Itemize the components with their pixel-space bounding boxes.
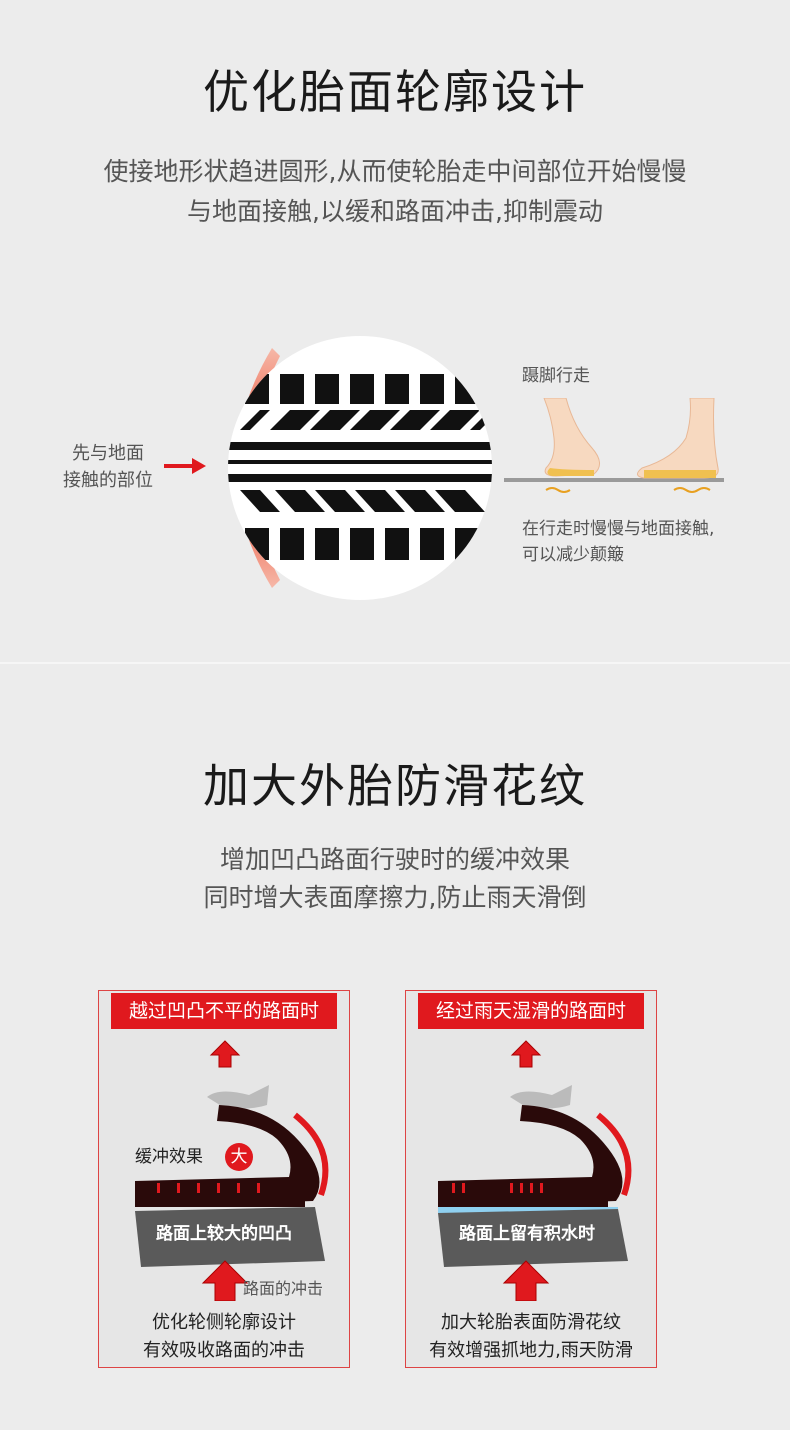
card-right-caption-line2: 有效增强抓地力,雨天防滑 — [429, 1340, 633, 1361]
tread-row-1 — [245, 374, 479, 404]
impact-label: 路面的冲击 — [243, 1279, 324, 1298]
impact-arrow-icon — [201, 1260, 249, 1301]
up-arrow-icon — [209, 1040, 241, 1068]
tire-sidewall — [438, 1105, 623, 1207]
tire-sidewall — [135, 1105, 320, 1207]
tread-row-2 — [240, 410, 492, 430]
red-arrow-icon — [164, 458, 206, 474]
foot-flat-icon — [637, 398, 719, 479]
walk-title: 蹑脚行走 — [522, 366, 590, 386]
tire-cross-section-bumpy — [135, 1040, 329, 1301]
card-left-title: 越过凹凸不平的路面时 — [111, 993, 337, 1029]
section1-subtitle-line1: 使接地形状趋进圆形,从而使轮胎走中间部位开始慢慢 — [103, 157, 687, 186]
water-layer — [438, 1207, 618, 1213]
section2-subtitle-line2: 同时增大表面摩擦力,防止雨天滑倒 — [203, 883, 587, 912]
card-left-caption-line1: 优化轮侧轮廓设计 — [152, 1312, 296, 1333]
section2-subtitle-line1: 增加凹凸路面行驶时的缓冲效果 — [219, 845, 570, 874]
road-surface — [135, 1207, 325, 1267]
tread-row-4 — [245, 528, 479, 560]
card-wet-road: 经过雨天湿滑的路面时 路面上留有积水时 加大轮胎表面防滑花纹 有效增强抓地力,雨… — [405, 990, 657, 1368]
tire-tread-illustration — [228, 336, 492, 600]
foot-heel-up-icon — [543, 398, 600, 477]
road-surface — [438, 1209, 628, 1267]
section-tread-profile: 优化胎面轮廓设计 使接地形状趋进圆形,从而使轮胎走中间部位开始慢慢 与地面接触,… — [0, 0, 790, 660]
card-right-caption-line1: 加大轮胎表面防滑花纹 — [441, 1312, 621, 1333]
tread-row-3 — [240, 490, 485, 512]
tiptoe-feet-illustration — [504, 398, 724, 493]
impact-arrow-icon — [502, 1260, 550, 1301]
card-right-title: 经过雨天湿滑的路面时 — [418, 993, 644, 1029]
contact-label-line2: 接触的部位 — [63, 470, 153, 491]
section-anti-slip: 加大外胎防滑花纹 增加凹凸路面行驶时的缓冲效果 同时增大表面摩擦力,防止雨天滑倒… — [0, 662, 790, 1430]
road-label-water: 路面上留有积水时 — [459, 1224, 595, 1244]
walk-desc-line2: 可以减少颠簸 — [522, 545, 624, 565]
walk-desc-line1: 在行走时慢慢与地面接触, — [522, 519, 715, 539]
up-arrow-icon — [510, 1040, 542, 1068]
ground-line — [504, 478, 724, 482]
contact-label-line1: 先与地面 — [72, 443, 144, 464]
buffer-label: 缓冲效果 — [135, 1147, 203, 1167]
card-bumpy-road: 越过凹凸不平的路面时 缓冲效果 大 路面上较大的凹凸 路面的冲击 优化轮侧轮廓设… — [98, 990, 350, 1368]
buffer-badge: 大 — [225, 1143, 253, 1171]
tire-cross-section-wet — [438, 1040, 632, 1301]
section2-title: 加大外胎防滑花纹 — [203, 759, 587, 813]
section1-subtitle-line2: 与地面接触,以缓和路面冲击,抑制震动 — [187, 197, 603, 226]
section1-title: 优化胎面轮廓设计 — [203, 65, 587, 119]
card-left-caption-line2: 有效吸收路面的冲击 — [143, 1340, 305, 1361]
road-label-bumps: 路面上较大的凹凸 — [156, 1224, 292, 1244]
